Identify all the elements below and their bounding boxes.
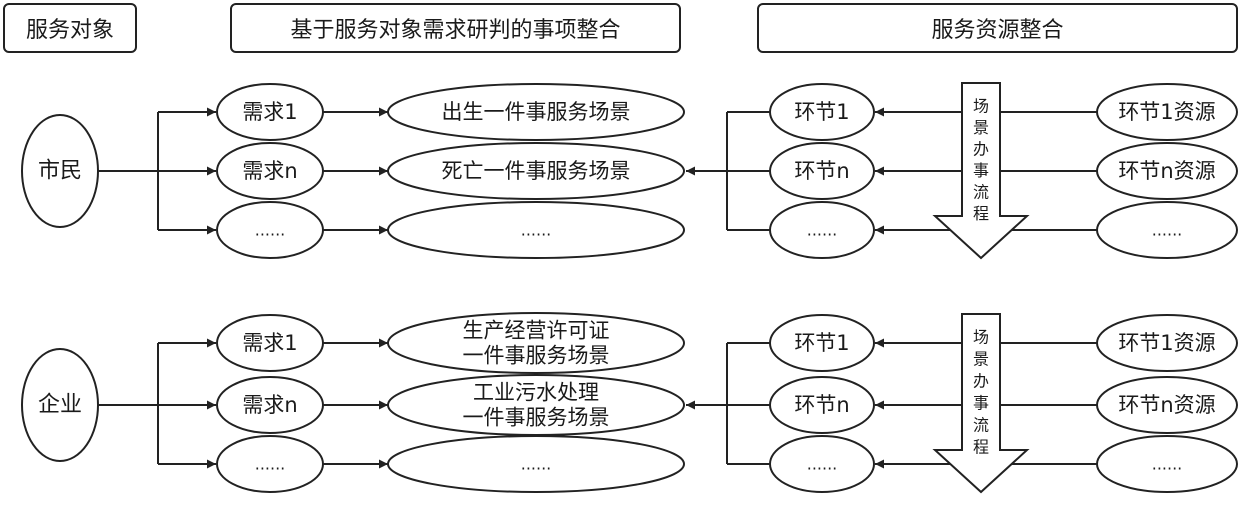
scenario-label: ......: [521, 221, 552, 240]
scenario-node: [387, 201, 685, 259]
demand-label: 需求1: [242, 331, 297, 355]
resource-label: 环节1资源: [1118, 331, 1215, 355]
scenario-label: 生产经营许可证: [463, 318, 610, 342]
process-flow-label: 场: [973, 328, 989, 347]
scenario-node: [387, 312, 685, 374]
resource-label: 环节n资源: [1118, 159, 1215, 183]
subject-label: 企业: [38, 393, 82, 418]
demand-label: ......: [255, 455, 286, 474]
process-flow-label: 景: [973, 350, 989, 369]
step-label: 环节n: [794, 159, 849, 183]
process-flow-label: 办: [973, 372, 989, 391]
demand-label: 需求n: [242, 393, 297, 417]
process-flow-arrow: [932, 82, 1030, 260]
scenario-node: [387, 142, 685, 200]
header-item-integration: 基于服务对象需求研判的事项整合: [230, 3, 681, 53]
resource-node: [1096, 435, 1238, 493]
demand-label: 需求1: [242, 100, 297, 124]
resource-label: 环节n资源: [1118, 393, 1215, 417]
step-label: 环节n: [794, 393, 849, 417]
process-flow-label: 场: [973, 96, 989, 115]
process-flow-label: 流: [973, 182, 989, 201]
process-flow-label: 事: [973, 394, 989, 413]
step-label: ......: [807, 221, 838, 240]
step-label: 环节1: [794, 100, 849, 124]
resource-node: [1096, 142, 1238, 200]
scenario-label: 死亡一件事服务场景: [442, 159, 631, 183]
step-label: 环节1: [794, 331, 849, 355]
process-flow-arrow: [932, 313, 1030, 494]
scenario-node: [387, 435, 685, 493]
resource-label: ......: [1152, 455, 1183, 474]
process-flow-label: 程: [973, 438, 989, 457]
process-flow-label: 程: [973, 204, 989, 223]
process-flow-label: 流: [973, 416, 989, 435]
resource-label: 环节1资源: [1118, 100, 1215, 124]
resource-node: [1096, 314, 1238, 372]
scenario-node: [387, 83, 685, 141]
demand-label: ......: [255, 221, 286, 240]
scenario-label: 出生一件事服务场景: [442, 100, 631, 124]
scenario-label: 一件事服务场景: [463, 406, 610, 430]
process-flow-label: 景: [973, 118, 989, 137]
header-resource-integration: 服务资源整合: [757, 3, 1238, 53]
scenario-label: 工业污水处理: [473, 380, 599, 404]
scenario-label: 一件事服务场景: [463, 344, 610, 368]
resource-label: ......: [1152, 221, 1183, 240]
process-flow-label: 办: [973, 139, 989, 158]
resource-node: [1096, 376, 1238, 434]
subject-label: 市民: [38, 159, 82, 184]
step-label: ......: [807, 455, 838, 474]
scenario-label: ......: [521, 455, 552, 474]
resource-node: [1096, 83, 1238, 141]
process-flow-label: 事: [973, 161, 989, 180]
header-service-object: 服务对象: [3, 3, 137, 53]
resource-node: [1096, 201, 1238, 259]
demand-label: 需求n: [242, 159, 297, 183]
